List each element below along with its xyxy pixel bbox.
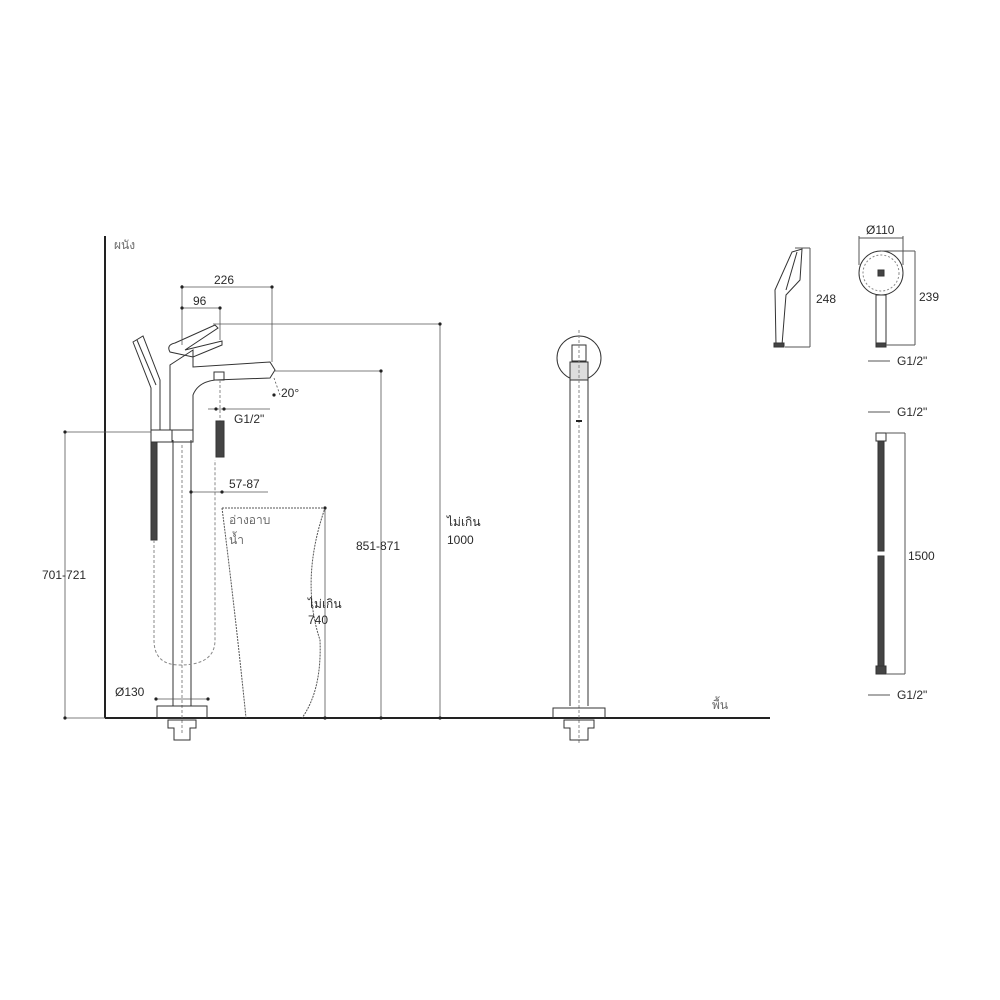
tub-clearance-dimension: 57-87 [229, 477, 260, 491]
bathtub-label-line2: น้ำ [229, 533, 244, 547]
base-diameter-dimension: Ø130 [115, 685, 145, 699]
handshower-thread: G1/2" [897, 354, 928, 368]
faucet-side-view [132, 324, 276, 741]
bathtub-outline [221, 507, 326, 719]
hose-length: 1500 [908, 549, 935, 563]
faucet-front-view [552, 330, 606, 745]
total-height-label-line2: 1000 [447, 533, 474, 547]
spout-outlet-thread: G1/2" [234, 412, 265, 426]
wall-label: ผนัง [114, 238, 136, 252]
floor-label: พื้น [712, 698, 729, 712]
holder-height-dimension: 701-721 [42, 568, 87, 582]
handle-offset-dimension: 96 [193, 294, 207, 308]
handshower-front-view [858, 236, 916, 362]
spout-height-dimension: 851-871 [356, 539, 401, 553]
total-height-label-line1: ไม่เกิน [447, 515, 481, 529]
tub-height-label-line2: 740 [308, 613, 329, 627]
handshower-front-length: 239 [919, 290, 940, 304]
handshower-side-length: 248 [816, 292, 837, 306]
bathtub-label-line1: อ่างอาบ [229, 513, 271, 527]
handshower-head-diameter: Ø110 [866, 223, 895, 237]
spout-reach-dimension: 226 [214, 273, 235, 287]
handshower-side-view [773, 247, 811, 348]
tub-height-label-line1: ไม่เกิน [308, 597, 342, 611]
hose [868, 411, 906, 696]
spout-angle-dimension: 20° [281, 386, 300, 400]
hose-bottom-thread: G1/2" [897, 688, 928, 702]
hose-top-thread: G1/2" [897, 405, 928, 419]
